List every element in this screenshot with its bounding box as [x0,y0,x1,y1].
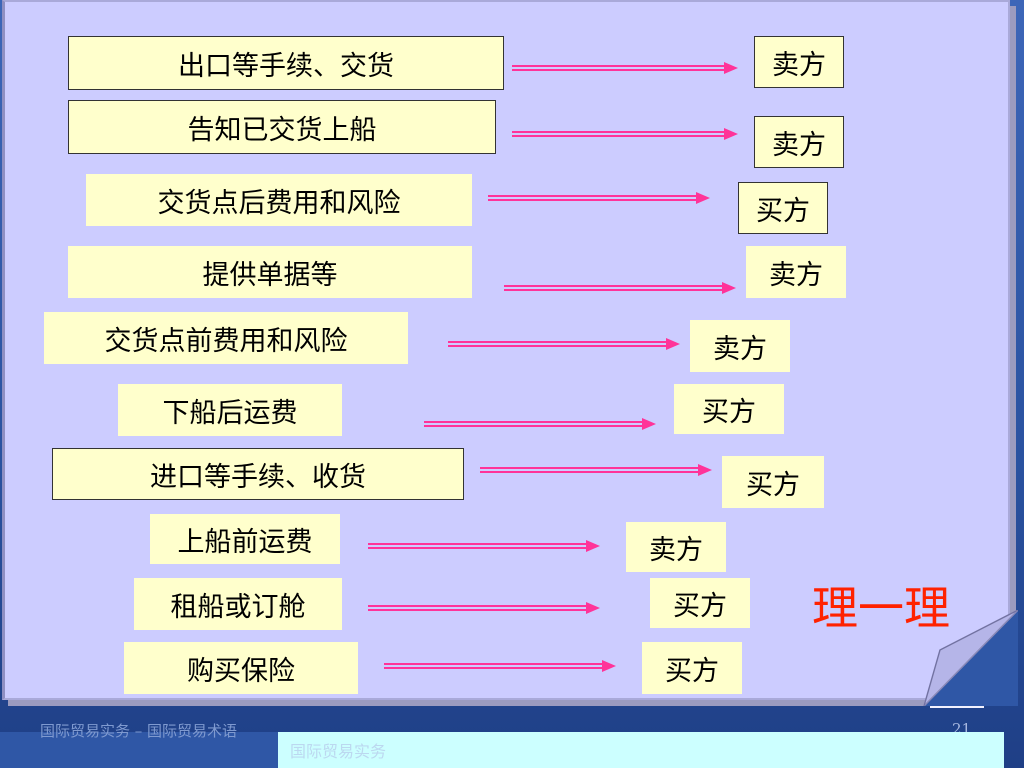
page-curl-decoration [923,610,1018,706]
item-result: 卖方 [754,116,844,168]
arrow-right-icon [448,338,680,350]
arrow-right-icon [368,540,600,552]
item-label: 交货点后费用和风险 [86,174,472,226]
arrow-right-icon [424,418,656,430]
item-result: 卖方 [746,246,846,298]
footer-strip [0,732,278,768]
arrow-right-icon [480,464,712,476]
item-label: 进口等手续、收货 [52,448,464,500]
arrow-right-icon [504,282,736,294]
item-label: 出口等手续、交货 [68,36,504,90]
item-result: 买方 [674,384,784,434]
footer-tab-label: 国际贸易实务 [290,742,387,761]
item-label: 购买保险 [124,642,358,694]
footer-divider [930,706,984,708]
arrow-right-icon [512,128,738,140]
item-result: 卖方 [754,36,844,88]
arrow-right-icon [368,602,600,614]
item-label: 提供单据等 [68,246,472,298]
item-label: 租船或订舱 [134,578,342,630]
item-result: 买方 [642,642,742,694]
footer-tab: 国际贸易实务 [278,732,1004,768]
item-result: 买方 [650,578,750,628]
item-label: 下船后运费 [118,384,342,436]
footer-course-title: 国际贸易实务 – 国际贸易术语 [40,722,238,740]
item-label: 告知已交货上船 [68,100,496,154]
heading-text: 理一理 [812,581,950,635]
item-result: 买方 [738,182,828,234]
item-result: 卖方 [690,320,790,372]
item-label: 交货点前费用和风险 [44,312,408,364]
arrow-right-icon [512,62,738,74]
arrow-right-icon [384,660,616,672]
arrow-right-icon [488,192,710,204]
item-result: 卖方 [626,522,726,572]
item-label: 上船前运费 [150,514,340,564]
item-result: 买方 [722,456,824,508]
